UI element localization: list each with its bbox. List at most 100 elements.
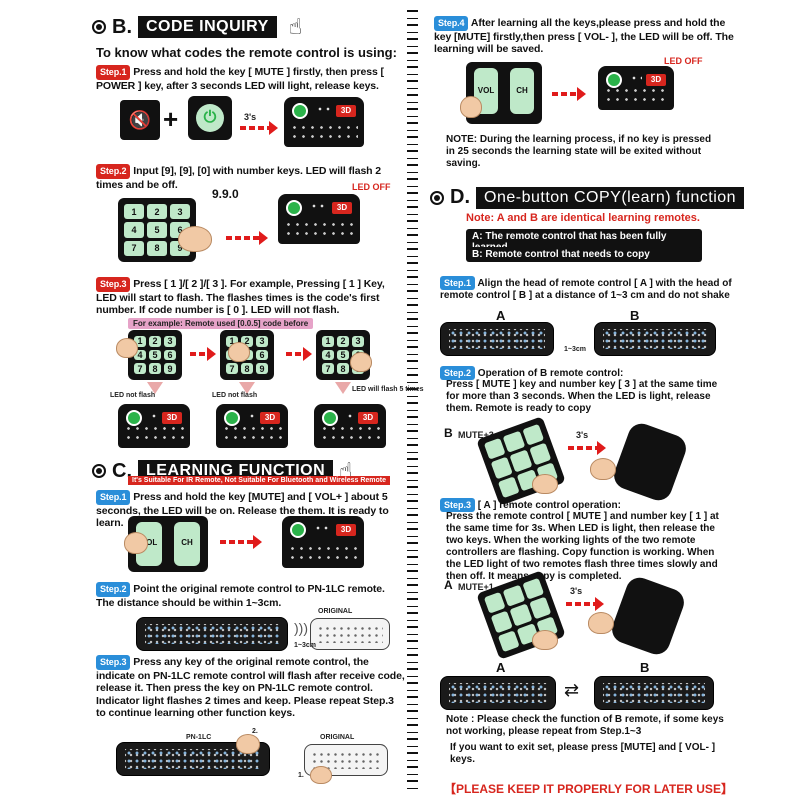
remote-a — [440, 676, 556, 710]
remote-a-lit — [608, 573, 688, 659]
step-badge: Step.3 — [96, 655, 131, 670]
hand-icon — [350, 352, 372, 372]
section-b-subtitle: To know what codes the remote control is… — [96, 45, 397, 60]
arrow-icon — [566, 597, 604, 611]
b-mute3-label: MUTE+3 — [458, 430, 494, 440]
step-text: Point the original remote control to PN-… — [96, 583, 385, 609]
down-arrow-icon — [335, 382, 351, 394]
step-text: Input [9], [9], [0] with number keys. LE… — [96, 165, 382, 191]
section-c-step3: Step.3 Press any key of the original rem… — [96, 655, 406, 720]
section-d-header: D. One-button COPY(learn) function — [430, 186, 745, 209]
definition-b: B: Remote control that needs to copy — [466, 247, 702, 262]
keep-note: 【PLEASE KEEP IT PROPERLY FOR LATER USE】 — [444, 782, 733, 796]
bullet-icon — [92, 464, 106, 478]
arrow-icon — [568, 441, 606, 455]
step-mark-1: 1. — [298, 772, 304, 779]
step-title: [ A ] remote control operation: — [477, 500, 621, 511]
remote-b-lit — [610, 419, 690, 505]
hand-icon — [310, 766, 332, 784]
three-seconds: 3's — [570, 586, 583, 596]
mute-key: 🔇 — [120, 100, 160, 140]
b-letter: B — [444, 426, 453, 440]
step-badge: Step.4 — [434, 16, 469, 31]
section-b-letter: B. — [112, 15, 132, 38]
section-d-step3: Step.3 [ A ] remote control operation: — [440, 498, 740, 512]
step4: Step.4 After learning all the keys,pleas… — [434, 16, 734, 56]
section-c-step1: Step.1 Press and hold the key [MUTE] and… — [96, 490, 406, 530]
three-seconds: 3's — [576, 430, 589, 440]
step-text: Press [ 1 ]/[ 2 ]/[ 3 ]. For example, Pr… — [96, 278, 385, 316]
section-c-letter: C. — [112, 459, 132, 482]
step-badge: Step.1 — [440, 276, 476, 290]
step-text: Align the head of remote control [ A ] w… — [440, 278, 732, 301]
led-not-flash-label: LED not flash — [212, 392, 258, 399]
hand-icon — [178, 226, 212, 252]
pn1lc-remote — [136, 617, 288, 651]
remote-top-image: 3D — [598, 66, 674, 110]
step-badge: Step.2 — [96, 582, 131, 597]
remote-b — [594, 676, 714, 710]
pn1lc-label: PN-1LC — [186, 734, 212, 741]
section-b-step2: Step.2 Input [9], [9], [0] with number k… — [96, 164, 396, 191]
section-b-title: CODE INQUIRY — [138, 16, 277, 38]
label-a: A — [496, 660, 506, 675]
original-label: ORIGINAL — [318, 608, 353, 615]
power-icon: ⏻ — [196, 104, 224, 132]
hand-icon — [116, 338, 138, 358]
step-text: Press any key of the original remote con… — [96, 656, 405, 719]
section-c-header: C. LEARNING FUNCTION ☝ — [92, 458, 353, 484]
step-mark-2: 2. — [252, 728, 258, 735]
remote-top-image: 3D — [314, 404, 386, 448]
section-c-step2: Step.2 Point the original remote control… — [96, 582, 406, 609]
a-mute1-label: MUTE+1 — [458, 582, 494, 592]
swap-arrows-icon: ⇄ — [564, 680, 580, 700]
hand-icon — [124, 532, 148, 554]
label-b: B — [630, 308, 640, 323]
distance-label: 1~3cm — [564, 346, 586, 353]
label-b: B — [640, 660, 650, 675]
section-d-note: Note: A and B are identical learning rem… — [466, 212, 700, 224]
example-note: For example: Remote used [0.0.5] code be… — [128, 318, 314, 329]
original-label: ORIGINAL — [320, 734, 355, 741]
led-flash-5-label: LED will flash 5 times — [352, 386, 424, 393]
hand-icon — [460, 96, 482, 118]
remote-top-image: 3D — [118, 404, 190, 448]
arrow-icon — [240, 121, 278, 135]
step-badge: Step.3 — [440, 498, 476, 512]
remote-top-image: 3D — [278, 194, 360, 244]
section-c-warning: It's Suitable For IR Remote, Not Suitabl… — [128, 476, 391, 485]
section-b-step3: Step.3 Press [ 1 ]/[ 2 ]/[ 3 ]. For exam… — [96, 277, 406, 317]
hand-icon — [532, 474, 558, 494]
section-d-title: One-button COPY(learn) function — [476, 186, 745, 209]
step-title: Operation of B remote control: — [477, 368, 624, 379]
hand-icon — [236, 734, 260, 754]
a-letter: A — [444, 578, 453, 592]
step2-text: Press [ MUTE ] key and number key [ 3 ] … — [446, 379, 718, 414]
step-badge: Step.1 — [96, 490, 131, 505]
arrow-icon — [220, 535, 262, 549]
step-badge: Step.2 — [440, 366, 476, 380]
down-arrow-icon — [147, 382, 163, 394]
remote-top-image: 3D — [284, 97, 364, 147]
section-b-header: B. CODE INQUIRY ☝ — [92, 14, 302, 40]
arrow-icon — [286, 347, 312, 361]
section-d-step1: Step.1 Align the head of remote control … — [440, 276, 740, 302]
check-note: Note : Please check the function of B re… — [446, 714, 724, 737]
film-strip-divider — [406, 10, 420, 790]
three-seconds: 3's — [244, 112, 257, 122]
distance-label: 1~3cm — [294, 642, 316, 649]
plus-sign: + — [163, 104, 179, 134]
hand-icon — [532, 630, 558, 650]
section-d-letter: D. — [450, 186, 470, 208]
learning-note: NOTE: During the learning process, if no… — [446, 134, 712, 169]
bullet-icon — [430, 190, 444, 205]
led-off-label: LED OFF — [352, 182, 391, 192]
step-text: Press and hold the key [ MUTE ] firstly,… — [96, 66, 384, 92]
step-badge: Step.1 — [96, 65, 131, 80]
original-remote — [310, 618, 390, 650]
section-b-step1: Step.1 Press and hold the key [ MUTE ] f… — [96, 65, 396, 92]
label-a: A — [496, 308, 506, 323]
